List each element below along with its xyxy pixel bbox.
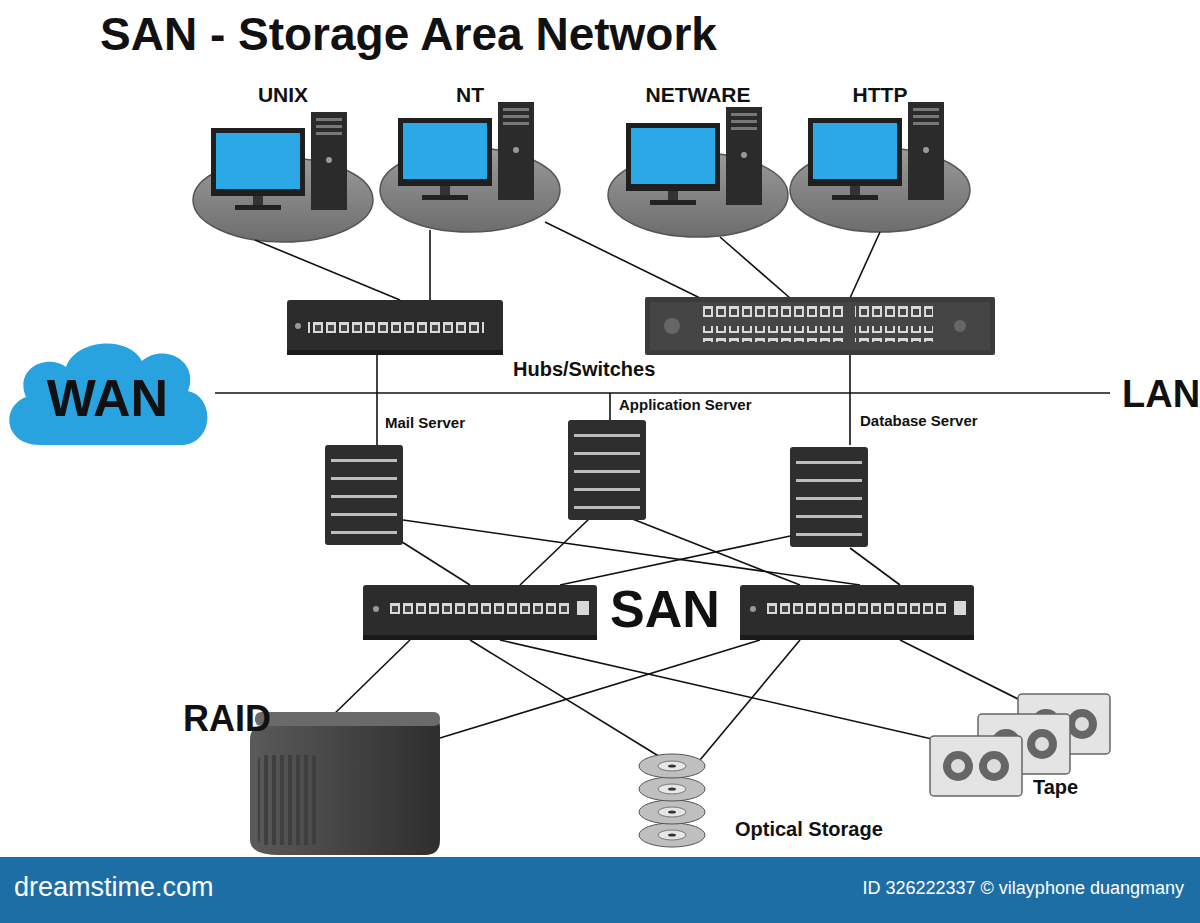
san-wires-part	[700, 640, 800, 760]
tape-cartridges	[930, 694, 1110, 796]
computers-part	[380, 102, 560, 232]
node-label: NETWARE	[615, 83, 781, 107]
watermark-site: dreamstime.com	[14, 872, 214, 903]
raid-node: RAID	[183, 698, 443, 858]
servers-part	[790, 447, 868, 547]
node-label: Tape	[1033, 776, 1119, 799]
hubs-switches-part	[855, 326, 933, 342]
hubs-switches-part	[700, 306, 843, 322]
raid-unit-part	[250, 712, 440, 855]
san-wires-part	[403, 520, 860, 585]
hubs-switches-part	[308, 318, 484, 334]
node-label: WAN	[0, 369, 215, 429]
san-wires-part	[440, 640, 760, 738]
hubs-switches	[287, 297, 995, 355]
network-wires-part	[850, 232, 880, 298]
hubs-switches-part	[295, 323, 301, 329]
san-wires-part	[850, 548, 900, 585]
raid-unit-part	[255, 712, 440, 726]
san-switches	[363, 585, 974, 640]
hubs-switches-part	[287, 300, 503, 355]
san-wires-part	[560, 535, 795, 585]
san-wires-part	[630, 518, 800, 585]
san-wires-part	[900, 640, 1020, 700]
computer-node: NETWARE	[615, 83, 781, 109]
hubs-switches-part	[645, 297, 995, 355]
computers-part	[608, 107, 788, 237]
network-wires-part	[429, 230, 431, 300]
server-node: Application Server	[619, 396, 795, 416]
hubs-switches-part	[287, 350, 503, 355]
servers-part	[325, 445, 403, 545]
optical-storage-node: Optical Storage	[735, 818, 921, 846]
san-switches-part	[740, 585, 974, 640]
tape-node: Tape	[1033, 776, 1119, 804]
network-wires-part	[720, 237, 790, 298]
san-wires-part	[470, 640, 665, 760]
optical-disks-part	[639, 823, 705, 847]
san-region: SANMail ServerApplication ServerDatabase…	[195, 440, 1055, 735]
hubs-switches-part	[855, 306, 933, 322]
diagram-title: SAN - Storage Area Network	[100, 8, 717, 61]
computers-part	[193, 112, 373, 242]
network-wires-part	[609, 393, 611, 420]
server-node: Database Server	[860, 412, 1016, 432]
computer-node: HTTP	[807, 83, 953, 109]
server-node: Mail Server	[385, 414, 501, 434]
network-wires-part	[376, 355, 378, 445]
hubs-switches-part	[664, 318, 680, 334]
node-label: HTTP	[807, 83, 953, 107]
node-label: Optical Storage	[735, 818, 921, 841]
servers	[325, 420, 868, 547]
optical-disks-part	[639, 800, 705, 824]
node-label: NT	[397, 83, 543, 107]
raid-unit-part	[258, 755, 318, 845]
computers	[193, 102, 970, 242]
node-label: UNIX	[210, 83, 356, 107]
hubs-switches-part	[954, 320, 966, 332]
node-label: SAN	[610, 580, 1200, 640]
footer-bar	[0, 857, 1200, 923]
network-wires-part	[215, 392, 1110, 394]
san-wires-part	[330, 640, 410, 718]
optical-disks-part	[639, 754, 705, 778]
network-wires-part	[545, 222, 700, 298]
raid-unit	[250, 712, 440, 855]
network-wires-part	[849, 355, 851, 445]
san-switches-part	[363, 585, 597, 640]
computers-part	[790, 102, 970, 232]
hubs-switches-part	[650, 302, 990, 350]
san-wires-part	[500, 640, 945, 742]
switch-label: Hubs/Switches	[513, 358, 655, 381]
node-label: Application Server	[619, 396, 795, 413]
watermark-id: ID 326222337 © vilayphone duangmany	[863, 878, 1185, 899]
node-label: RAID	[183, 698, 443, 739]
san-wires-part	[380, 528, 470, 585]
san-wires	[330, 518, 1020, 760]
lan-label: LAN	[1122, 373, 1200, 417]
computer-node: UNIX	[210, 83, 356, 109]
tape-cartridges-part	[978, 714, 1070, 774]
node-label: Mail Server	[385, 414, 501, 431]
node-label: Database Server	[860, 412, 1016, 429]
hubs-switches-part	[700, 326, 843, 342]
wan-cloud: WAN	[0, 335, 215, 450]
network-wires	[215, 222, 1110, 445]
network-wires-part	[255, 240, 400, 300]
computer-node: NT	[397, 83, 543, 109]
optical-disks-part	[639, 777, 705, 801]
servers-part	[568, 420, 646, 520]
optical-disks	[639, 754, 705, 847]
tape-cartridges-part	[930, 736, 1022, 796]
tape-cartridges-part	[1018, 694, 1110, 754]
san-wires-part	[520, 518, 590, 585]
